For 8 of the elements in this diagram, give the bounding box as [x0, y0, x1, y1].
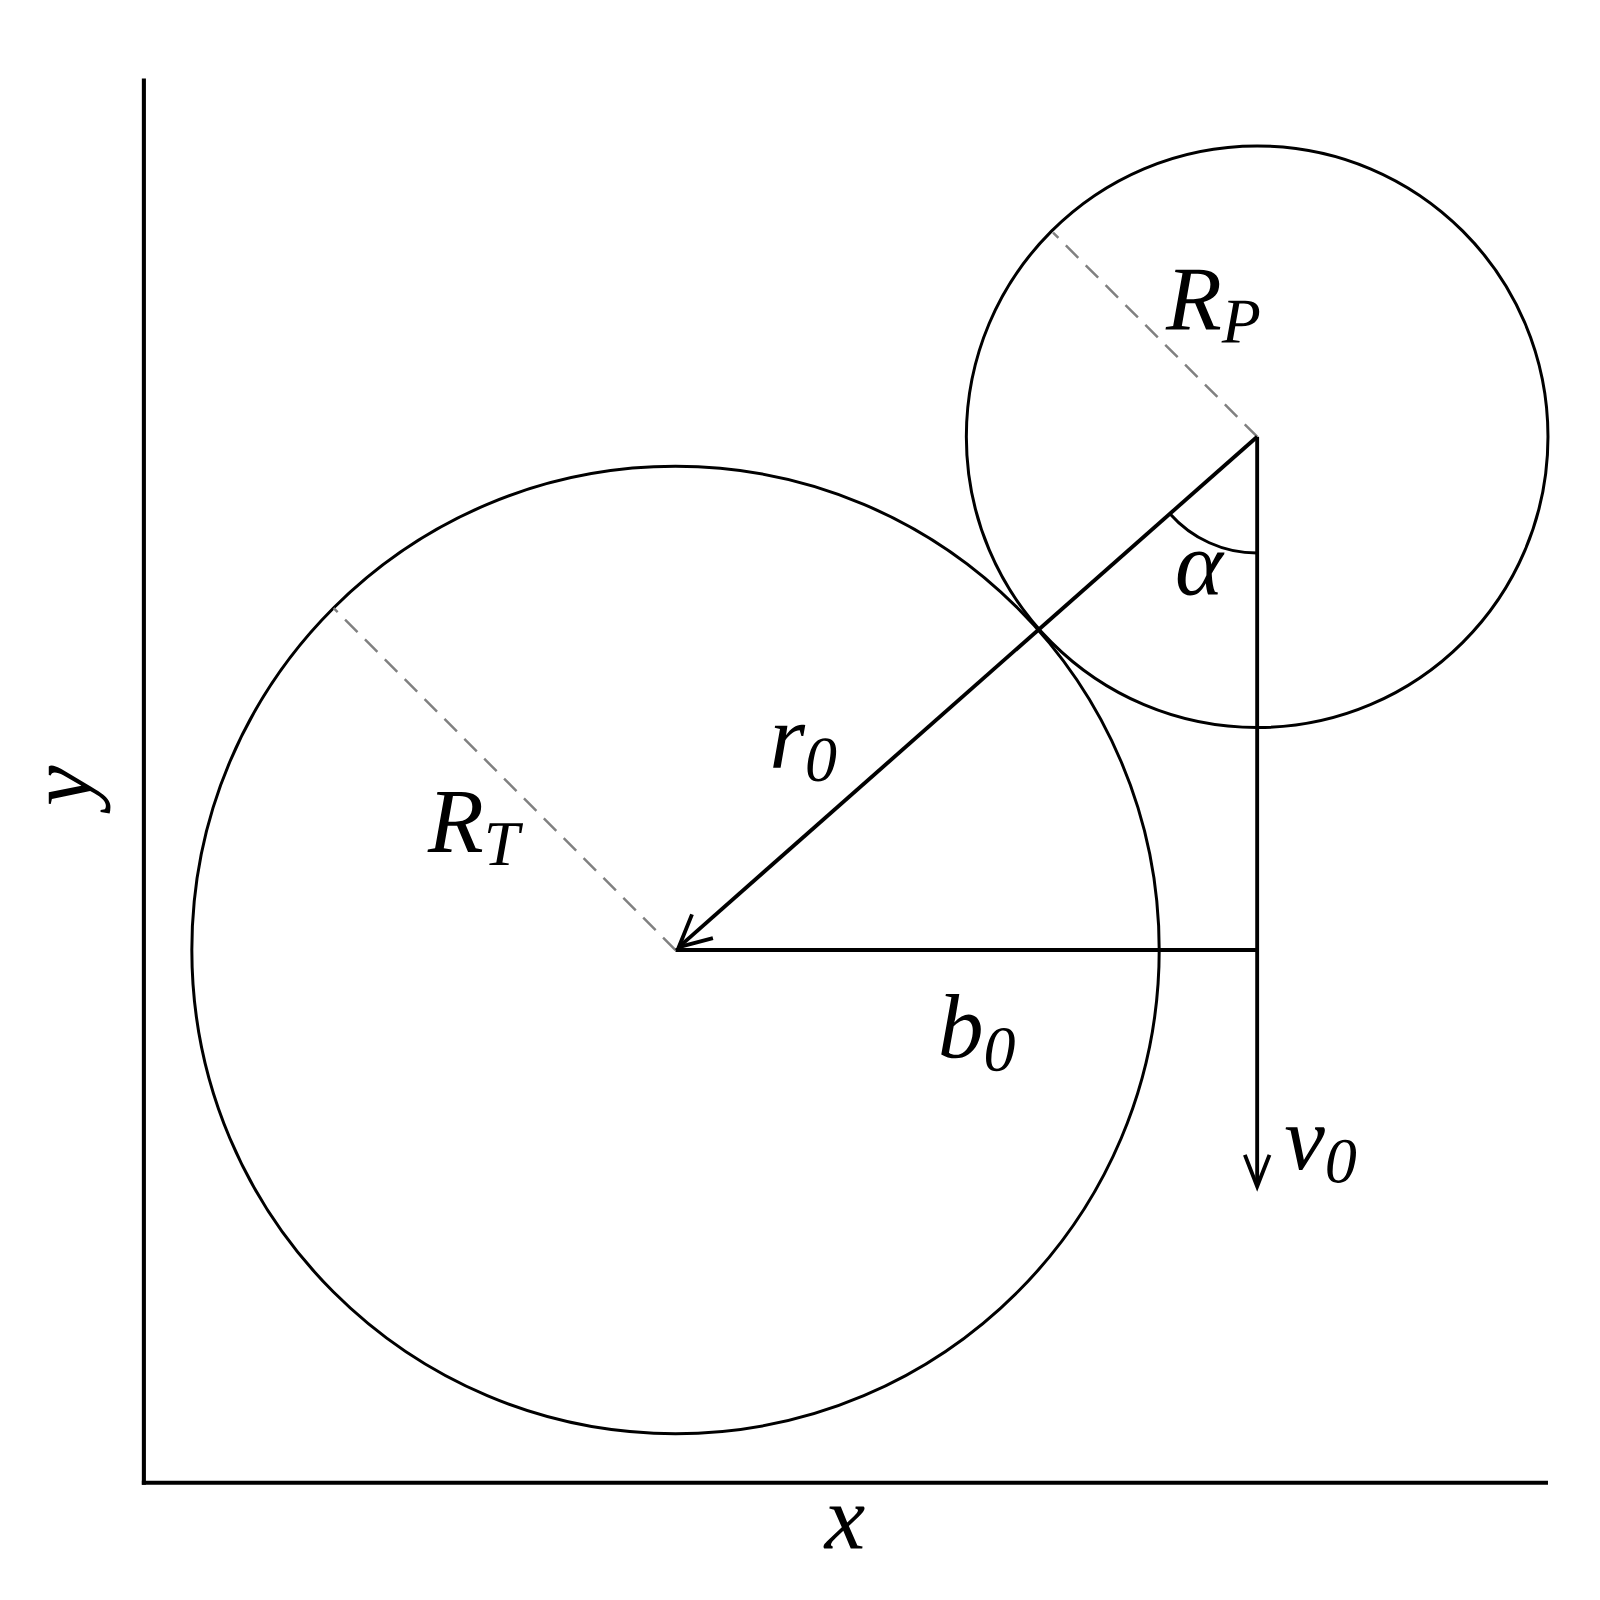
variable-label: v$_{0}$ — [1285, 1127, 1356, 1183]
variable-label: r$_{0}$ — [773, 724, 837, 782]
variable-label: b$_{0}$ — [941, 994, 1015, 1072]
variable-label: R$_{P}$ — [1165, 269, 1260, 343]
axis-label: y — [48, 765, 111, 814]
axis-label: x — [823, 1506, 865, 1549]
angle-label: α — [1177, 551, 1225, 596]
variable-label: R$_{T}$ — [427, 792, 524, 866]
